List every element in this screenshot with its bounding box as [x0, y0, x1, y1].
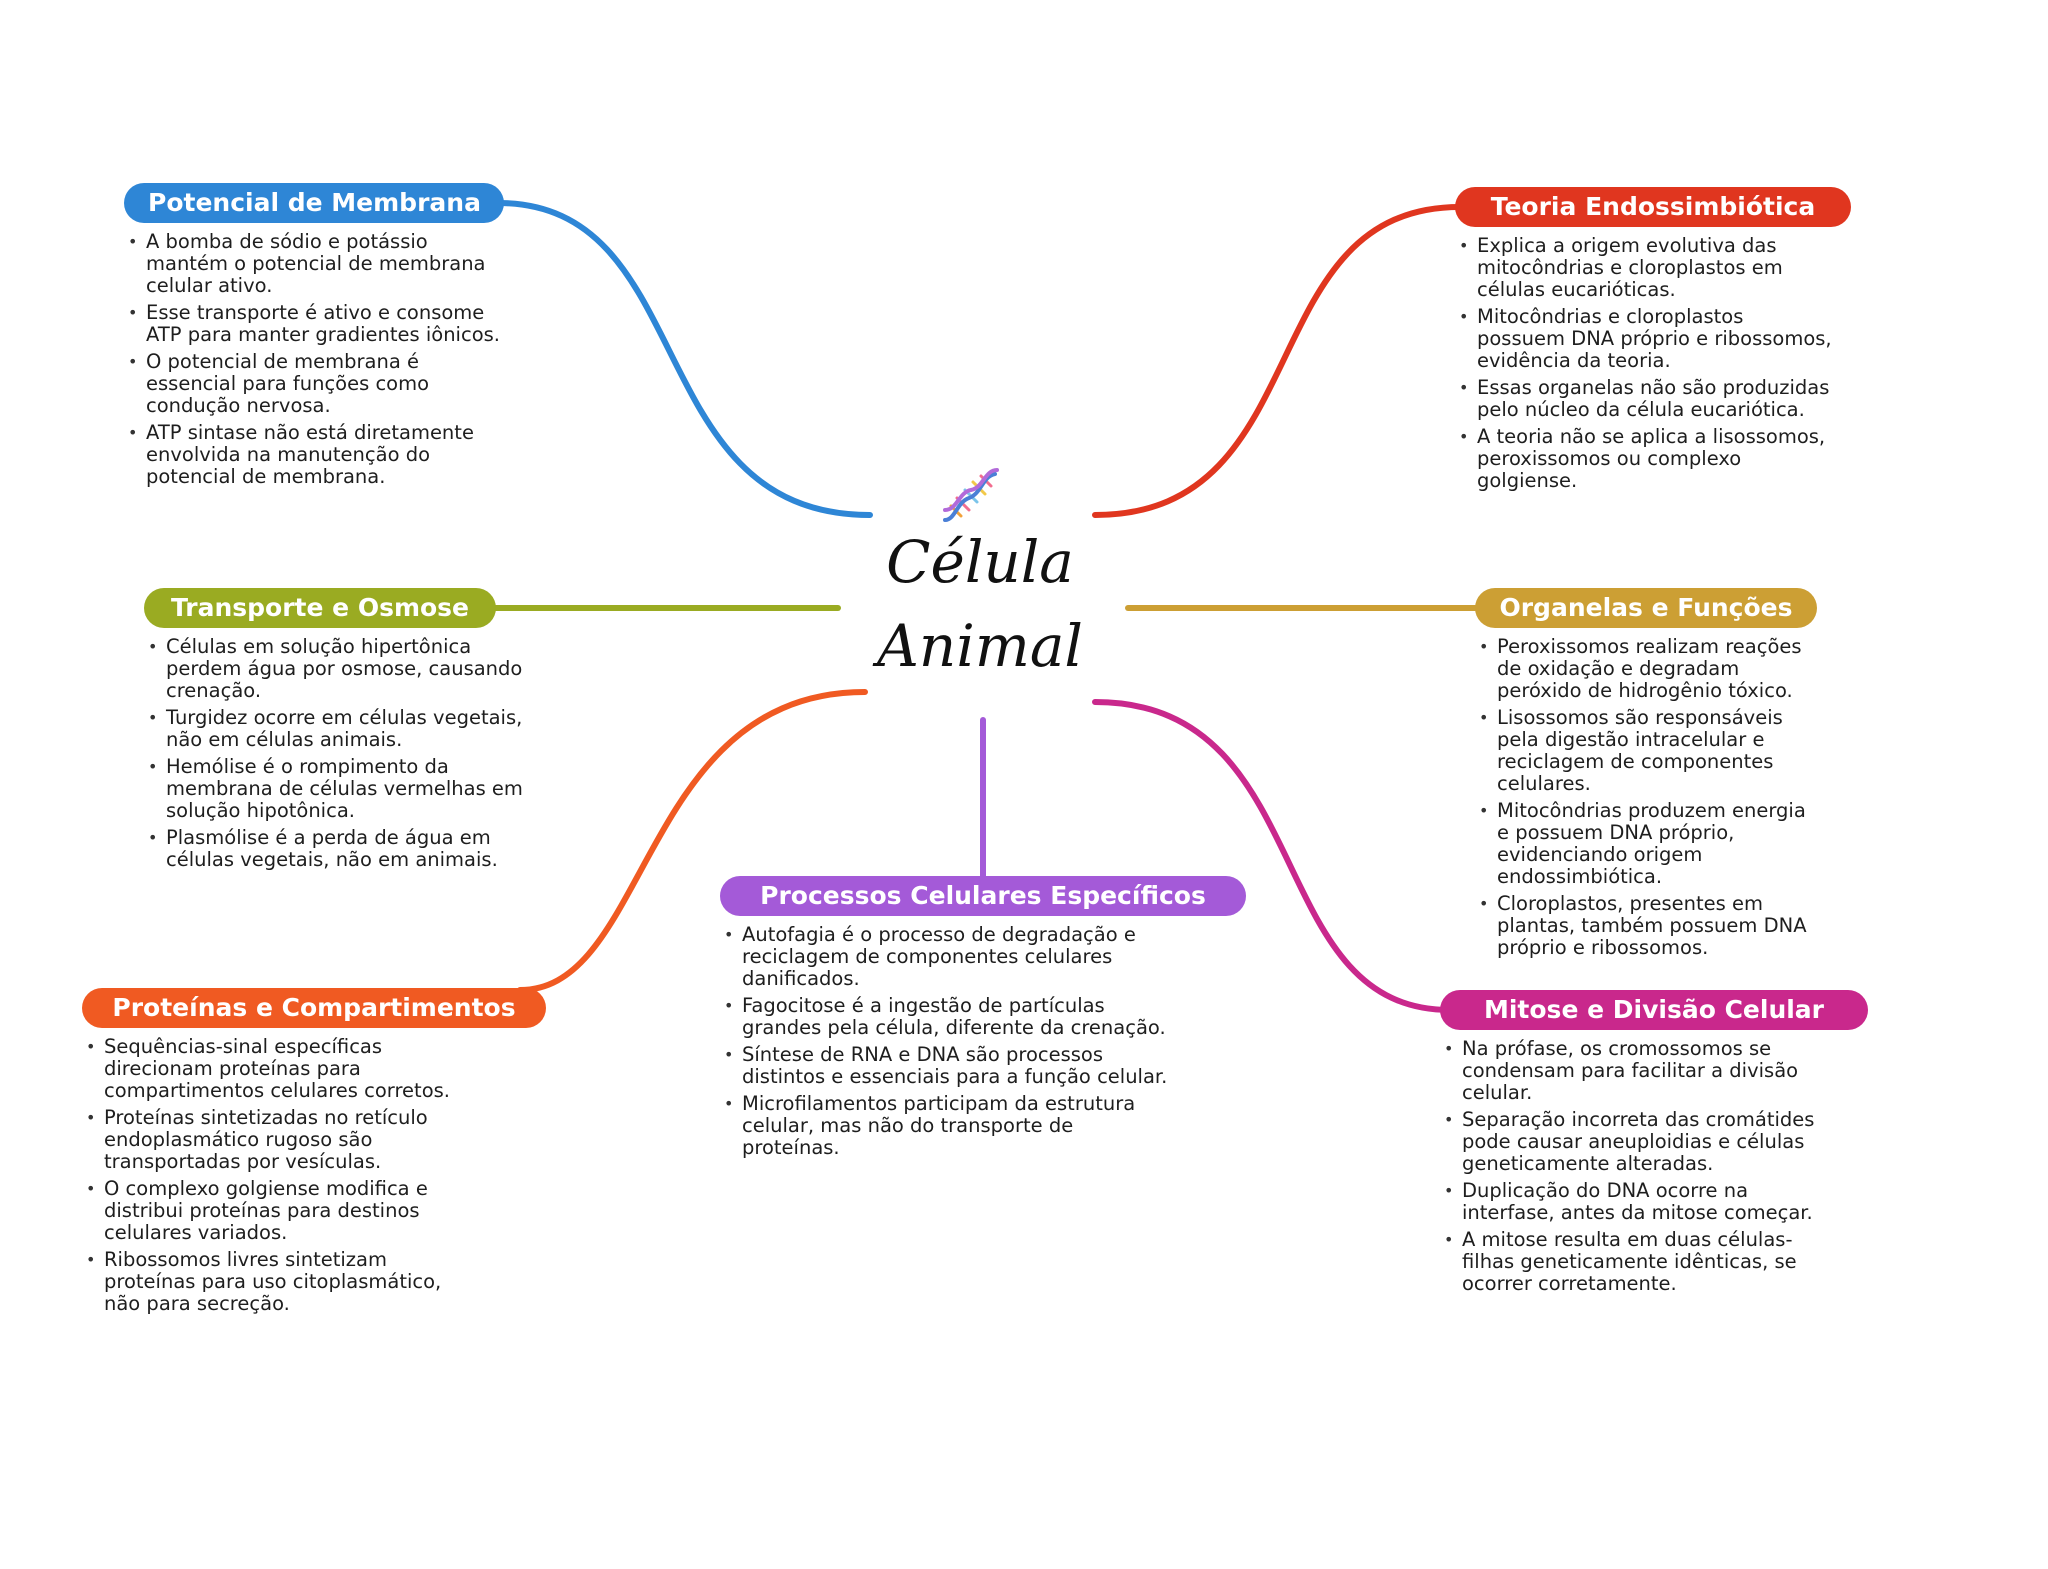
branch-items-list: Autofagia é o processo de degradação e r…: [720, 924, 1170, 1159]
branch-potencial-de-membrana: Potencial de Membrana A bomba de sódio e…: [124, 183, 524, 493]
list-item: Cloroplastos, presentes em plantas, tamb…: [1475, 893, 1820, 959]
connector-mitose: [1092, 699, 1453, 1013]
branch-processos-celulares-especificos: Processos Celulares Específicos Autofagi…: [720, 876, 1250, 1164]
central-topic: Célula Animal: [855, 520, 1105, 688]
list-item: Lisossomos são responsáveis pela digestã…: [1475, 707, 1820, 795]
branch-title-pill[interactable]: Potencial de Membrana: [124, 183, 504, 223]
list-item: A bomba de sódio e potássio mantém o pot…: [124, 231, 514, 297]
central-title-line1: Célula: [886, 528, 1074, 596]
branch-items-list: Na prófase, os cromossomos se condensam …: [1440, 1038, 1830, 1295]
list-item: Hemólise é o rompimento da membrana de c…: [144, 756, 524, 822]
list-item: Ribossomos livres sintetizam proteínas p…: [82, 1249, 472, 1315]
list-item: Fagocitose é a ingestão de partículas gr…: [720, 995, 1170, 1039]
list-item: ATP sintase não está diretamente envolvi…: [124, 422, 514, 488]
list-item: O potencial de membrana é essencial para…: [124, 351, 514, 417]
branch-mitose-e-divisao-celular: Mitose e Divisão Celular Na prófase, os …: [1440, 990, 1880, 1300]
branch-title-pill[interactable]: Teoria Endossimbiótica: [1455, 187, 1851, 227]
list-item: Peroxissomos realizam reações de oxidaçã…: [1475, 636, 1820, 702]
list-item: A mitose resulta em duas células-filhas …: [1440, 1229, 1830, 1295]
list-item: Síntese de RNA e DNA são processos disti…: [720, 1044, 1170, 1088]
list-item: Proteínas sintetizadas no retículo endop…: [82, 1107, 472, 1173]
branch-items-list: Peroxissomos realizam reações de oxidaçã…: [1475, 636, 1820, 959]
list-item: Mitocôndrias produzem energia e possuem …: [1475, 800, 1820, 888]
list-item: Mitocôndrias e cloroplastos possuem DNA …: [1455, 306, 1835, 372]
branch-items-list: Sequências-sinal específicas direcionam …: [82, 1036, 472, 1315]
list-item: Autofagia é o processo de degradação e r…: [720, 924, 1170, 990]
list-item: Células em solução hipertônica perdem ág…: [144, 636, 524, 702]
branch-title-pill[interactable]: Processos Celulares Específicos: [720, 876, 1246, 916]
list-item: Turgidez ocorre em células vegetais, não…: [144, 707, 524, 751]
branch-organelas-e-funcoes: Organelas e Funções Peroxissomos realiza…: [1475, 588, 1875, 964]
branch-title-pill[interactable]: Mitose e Divisão Celular: [1440, 990, 1868, 1030]
list-item: Explica a origem evolutiva das mitocôndr…: [1455, 235, 1835, 301]
branch-proteinas-e-compartimentos: Proteínas e Compartimentos Sequências-si…: [82, 988, 552, 1320]
list-item: A teoria não se aplica a lisossomos, per…: [1455, 426, 1835, 492]
connector-potencial: [497, 200, 873, 518]
branch-items-list: A bomba de sódio e potássio mantém o pot…: [124, 231, 514, 488]
connector-teoria: [1092, 204, 1463, 518]
list-item: Essas organelas não são produzidas pelo …: [1455, 377, 1835, 421]
branch-items-list: Células em solução hipertônica perdem ág…: [144, 636, 524, 871]
list-item: Microfilamentos participam da estrutura …: [720, 1093, 1170, 1159]
branch-title-pill[interactable]: Organelas e Funções: [1475, 588, 1817, 628]
list-item: Sequências-sinal específicas direcionam …: [82, 1036, 472, 1102]
dna-icon: [943, 468, 999, 522]
list-item: Esse transporte é ativo e consome ATP pa…: [124, 302, 514, 346]
list-item: O complexo golgiense modifica e distribu…: [82, 1178, 472, 1244]
central-title-line2: Animal: [877, 612, 1083, 680]
list-item: Plasmólise é a perda de água em células …: [144, 827, 524, 871]
branch-teoria-endossimbiotica: Teoria Endossimbiótica Explica a origem …: [1455, 187, 1855, 497]
branch-title-pill[interactable]: Proteínas e Compartimentos: [82, 988, 546, 1028]
connector-proteinas: [517, 689, 868, 993]
list-item: Duplicação do DNA ocorre na interfase, a…: [1440, 1180, 1830, 1224]
branch-title-pill[interactable]: Transporte e Osmose: [144, 588, 496, 628]
branch-transporte-e-osmose: Transporte e Osmose Células em solução h…: [144, 588, 544, 876]
list-item: Na prófase, os cromossomos se condensam …: [1440, 1038, 1830, 1104]
branch-items-list: Explica a origem evolutiva das mitocôndr…: [1455, 235, 1835, 492]
list-item: Separação incorreta das cromátides pode …: [1440, 1109, 1830, 1175]
